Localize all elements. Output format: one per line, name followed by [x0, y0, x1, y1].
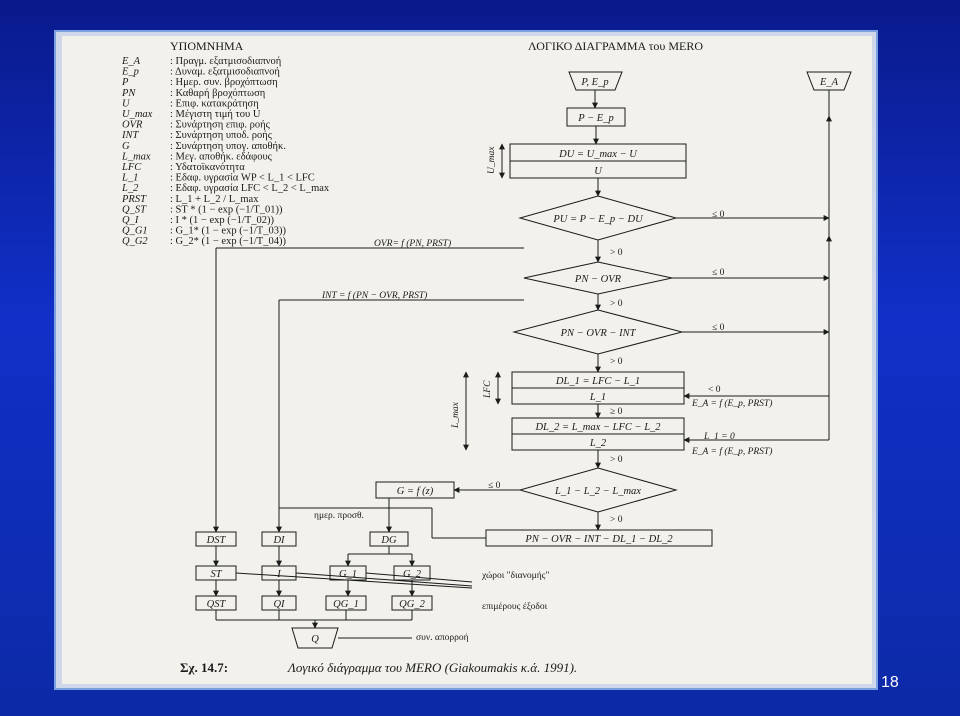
umax-label: U_max — [487, 146, 497, 174]
box-g2-label: G_2 — [403, 569, 422, 580]
legend-symbol: PN — [121, 88, 136, 99]
note-outputs: επιμέρους έξοδοι — [482, 602, 548, 612]
legend-symbol: INT — [121, 130, 140, 141]
ovr-func: OVR= f (PN, PRST) — [374, 238, 451, 249]
legend-description: : G_1* (1 − exp (−1/T_03)) — [170, 226, 286, 237]
legend-symbol: PRST — [121, 194, 147, 205]
box-g1-label: G_1 — [339, 569, 357, 580]
slide-number: 18 — [881, 674, 899, 691]
legend-description: : Συνάρτηση υπογ. αποθήκ. — [170, 141, 286, 152]
int-func: INT = f (PN − OVR, PRST) — [321, 290, 427, 301]
ea-func-1: E_A = f (E_p, PRST) — [691, 398, 772, 409]
legend-symbol: U — [122, 98, 131, 109]
output-q: Q — [311, 634, 319, 645]
pu-le0: ≤ 0 — [712, 210, 725, 220]
legend-description: : Καθαρή βροχόπτωση — [170, 88, 265, 99]
note-distribution: χώροι "διανομής" — [481, 571, 549, 581]
box-dl1-top: DL_1 = LFC − L_1 — [555, 376, 640, 387]
pn-ovr-le0: ≤ 0 — [712, 268, 725, 278]
legend-description: : Συνάρτηση επιφ. ροής — [170, 120, 271, 131]
pn-ovr-gt0: > 0 — [610, 299, 623, 309]
pu-gt0: > 0 — [610, 248, 623, 258]
legend-description: : Επιφ. κατακράτηση — [170, 98, 259, 109]
legend-description: : ST * (1 − exp (−1/T_01)) — [170, 204, 283, 215]
box-dl2-bottom: L_2 — [589, 438, 607, 449]
legend-symbol: E_A — [121, 56, 141, 67]
dl1-ge0: ≥ 0 — [610, 407, 623, 417]
input-p-ep: P, E_p — [580, 77, 608, 88]
diagram-title: ΛΟΓΙΚΟ ΔΙΑΓΡΑΜΜΑ του MERO — [528, 39, 703, 53]
legend-symbol: Q_G2 — [122, 236, 148, 247]
legend-symbol: G — [122, 141, 130, 152]
l1-eq-0: L_1 = 0 — [703, 432, 735, 442]
legend-description: : Εδαφ. υγρασία LFC < L_2 < L_max — [170, 183, 330, 194]
legend-description: : Εδαφ. υγρασία WP < L_1 < LFC — [170, 173, 315, 184]
box-qi-label: QI — [273, 599, 285, 610]
legend-symbol: Q_G1 — [122, 226, 148, 237]
legend-symbol: L_2 — [121, 183, 139, 194]
decision-pn-ovr-int-label: PN − OVR − INT — [560, 328, 637, 339]
pn-ovr-int-gt0: > 0 — [610, 357, 623, 367]
mero-flowchart: ΥΠΟΜΝΗΜΑ E_A : Πραγμ. εξατμισοδιαπνοήE_p:… — [121, 39, 852, 675]
legend-symbol: OVR — [122, 120, 143, 131]
box-dl2-top: DL_2 = L_max − LFC − L_2 — [534, 422, 661, 433]
daily-add: ημερ. προσθ. — [314, 511, 364, 521]
l1-l2-le0: ≤ 0 — [488, 481, 501, 491]
box-qg2-label: QG_2 — [399, 599, 425, 610]
legend-description: : Μεγ. αποθήκ. εδάφους — [170, 151, 273, 162]
caption-label: Σχ. 14.7: — [180, 660, 228, 675]
lmax-label: L_max — [451, 401, 461, 429]
dl1-lt0: < 0 — [708, 385, 721, 395]
box-du-top: DU = U_max − U — [558, 149, 638, 160]
lfc-label: LFC — [483, 380, 493, 399]
box-dl1-bottom: L_1 — [589, 392, 606, 403]
flow-lines — [213, 90, 832, 639]
input-p-ep-shape — [568, 71, 623, 91]
legend-description: : Δυναμ. εξατμισοδιαπνοή — [170, 67, 280, 78]
box-qst-label: QST — [207, 599, 227, 610]
box-qg1-label: QG_1 — [333, 599, 359, 610]
box-st-label: ST — [210, 569, 222, 580]
legend-symbol: LFC — [121, 162, 142, 173]
legend-description: : I * (1 − exp (−1/T_02)) — [170, 215, 274, 226]
legend-symbol: L_1 — [121, 173, 138, 184]
legend-symbol: U_max — [122, 109, 153, 120]
legend-symbol: Q_ST — [122, 204, 147, 215]
note-total: συν. απορροή — [416, 633, 469, 643]
legend-symbol: E_p — [121, 67, 139, 78]
box-di-label: DI — [272, 535, 285, 546]
box-i-label: I — [276, 569, 281, 580]
input-ea: E_A — [819, 77, 839, 88]
legend-description: : L_1 + L_2 / L_max — [170, 194, 259, 205]
output-q-shape — [291, 627, 339, 649]
box-p-minus-ep-label: P − E_p — [577, 113, 613, 124]
ea-func-2: E_A = f (E_p, PRST) — [691, 446, 772, 457]
caption-text: Λογικό διάγραμμα του MERO (Giakoumakis κ… — [286, 660, 577, 675]
box-dst-label: DST — [206, 535, 227, 546]
l1-l2-gt0: > 0 — [610, 515, 623, 525]
decision-l1-l2-label: L_1 − L_2 − L_max — [554, 486, 641, 497]
legend-description: : Ημερ. συν. βροχόπτωση — [170, 77, 278, 88]
decision-pn-ovr-label: PN − OVR — [574, 274, 622, 285]
box-du-bottom: U — [594, 166, 603, 177]
legend-description: : Πραγμ. εξατμισοδιαπνοή — [170, 56, 281, 67]
decision-pu-label: PU = P − E_p − DU — [552, 214, 644, 225]
legend-symbol: P — [121, 77, 129, 88]
legend-title: ΥΠΟΜΝΗΜΑ — [170, 39, 244, 53]
box-dg-label: DG — [380, 535, 397, 546]
dl2-gt0: > 0 — [610, 455, 623, 465]
legend-description: : Μέγιστη τιμή του U — [170, 109, 261, 120]
pn-ovr-int-le0: ≤ 0 — [712, 323, 725, 333]
box-g-func-label: G = f (z) — [397, 486, 434, 497]
legend-description: : G_2* (1 − exp (−1/T_04)) — [170, 236, 286, 247]
legend-symbol: Q_I — [122, 215, 139, 226]
legend-description: : Συνάρτηση υποδ. ροής — [170, 130, 273, 141]
legend-description: : Υδατοϊκανότητα — [170, 162, 245, 173]
input-ea-shape — [806, 71, 852, 91]
box-remainder-label: PN − OVR − INT − DL_1 − DL_2 — [524, 534, 673, 545]
legend-symbol: L_max — [121, 151, 151, 162]
